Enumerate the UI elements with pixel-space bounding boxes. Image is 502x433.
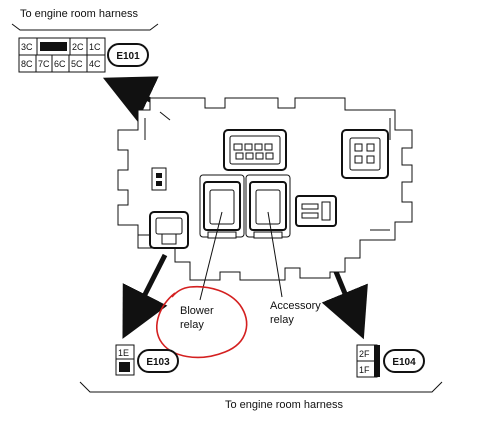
box-connector-e104 xyxy=(295,195,337,227)
highlight-circle xyxy=(156,285,248,359)
connector-e103: 1E xyxy=(115,344,135,376)
e104-pin-1f: 1F xyxy=(359,365,370,375)
housing-inner-ribs xyxy=(138,111,391,236)
bottom-harness-bracket xyxy=(79,381,443,393)
top-harness-label: To engine room harness xyxy=(20,8,139,20)
e101-pin-3c: 3C xyxy=(21,42,33,52)
badge-e103: E103 xyxy=(137,349,179,373)
e101-pin-6c: 6C xyxy=(54,59,66,69)
blower-relay-socket xyxy=(199,174,245,239)
blower-relay-label-line1: Blower xyxy=(180,305,214,317)
blower-relay-label-line2: relay xyxy=(180,319,204,331)
accessory-relay-leader xyxy=(267,211,283,298)
box-small-fuse xyxy=(151,167,167,191)
svg-text:E101: E101 xyxy=(116,51,140,62)
arrow-to-e103 xyxy=(122,253,168,339)
e101-blocked-cavity xyxy=(40,42,67,51)
top-harness-bracket xyxy=(11,23,159,31)
box-connector-e101 xyxy=(223,129,287,171)
box-connector-e103 xyxy=(149,211,189,249)
connector-e101: 3C 2C 1C 8C 7C 6C 5C 4C xyxy=(18,37,106,73)
e104-pin-2f: 2F xyxy=(359,349,370,359)
connector-e104: 2F 1F xyxy=(356,344,380,378)
e101-pin-4c: 4C xyxy=(89,59,101,69)
badge-e101: E101 xyxy=(107,43,149,67)
box-connector-right xyxy=(341,129,389,179)
e101-pin-8c: 8C xyxy=(21,59,33,69)
bottom-harness-label: To engine room harness xyxy=(225,399,344,411)
e101-pin-2c: 2C xyxy=(72,42,84,52)
e103-pin-1e: 1E xyxy=(118,348,129,358)
accessory-relay-socket xyxy=(245,174,291,239)
svg-text:E104: E104 xyxy=(392,357,416,368)
svg-text:E103: E103 xyxy=(146,357,170,368)
blower-relay-leader xyxy=(199,211,223,301)
e101-pin-1c: 1C xyxy=(89,42,101,52)
e101-pin-7c: 7C xyxy=(38,59,50,69)
e101-pin-5c: 5C xyxy=(71,59,83,69)
accessory-relay-label-line1: Accessory xyxy=(270,300,321,312)
badge-e104: E104 xyxy=(383,349,425,373)
accessory-relay-label-line2: relay xyxy=(270,314,294,326)
